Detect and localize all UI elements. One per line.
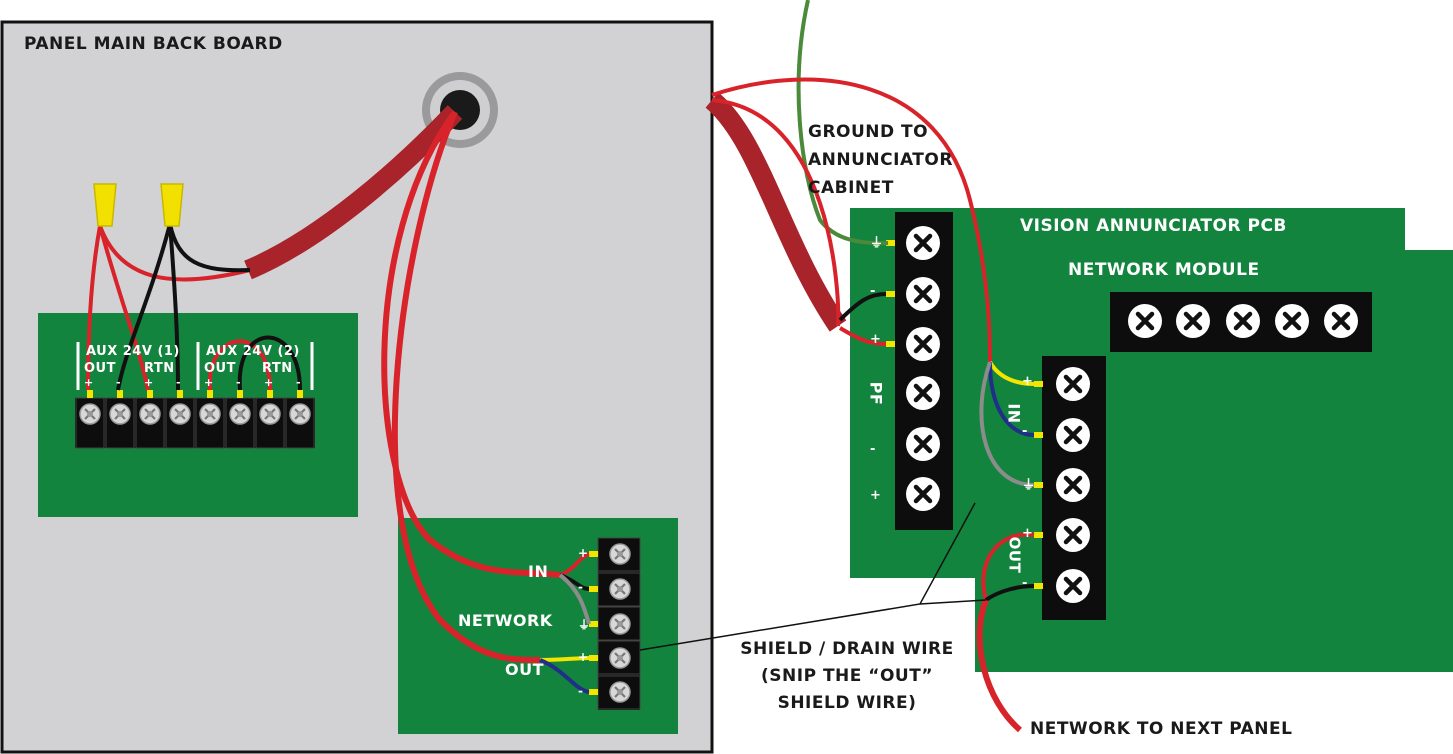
net-polarity-col: + - ⏚ + - [578,546,591,698]
panel-title: PANEL MAIN BACK BOARD [24,34,283,54]
network-module-title: NETWORK MODULE [1068,260,1260,280]
aux1-label: AUX 24V (1) [86,344,180,359]
aux-polarity-row: + - + - + - + - [84,376,302,389]
panel-network-terminal-block [589,537,641,710]
pf-cable [705,92,847,332]
ground-callout: GROUND TO ANNUNCIATOR CABINET [808,122,953,198]
aux2-label: AUX 24V (2) [206,344,300,359]
next-panel-callout: NETWORK TO NEXT PANEL [1030,719,1293,739]
network-label: NETWORK [458,611,553,630]
aux-cable [244,105,463,280]
wire-nut [93,183,184,227]
aux1-rtn-label: RTN [144,361,175,376]
aux-terminal-block [75,342,315,449]
next-panel-wire [976,598,1022,733]
aux1-out-label: OUT [84,361,116,376]
annunciator-title: VISION ANNUNCIATOR PCB [1020,216,1287,236]
net-out-label: OUT [505,660,545,679]
network-module-terminal-block [1034,356,1106,620]
pf-terminal-block [886,212,953,530]
module-in-label: IN [1004,403,1024,424]
ground-wire [796,0,889,246]
pf-polarity-col: ⏚ - + - + [870,236,884,503]
net-in-label: IN [528,562,549,581]
module-in-polarity-col: + - ⏚ [1022,374,1036,493]
aux2-rtn-label: RTN [262,361,293,376]
module-out-label: OUT [1005,536,1024,574]
shield-callout: SHIELD / DRAIN WIRE (SNIP THE “OUT” SHIE… [740,639,954,713]
module-out-polarity-col: + - [1022,526,1034,591]
aux2-out-label: OUT [204,361,236,376]
network-module-terminal-row [1110,292,1372,352]
